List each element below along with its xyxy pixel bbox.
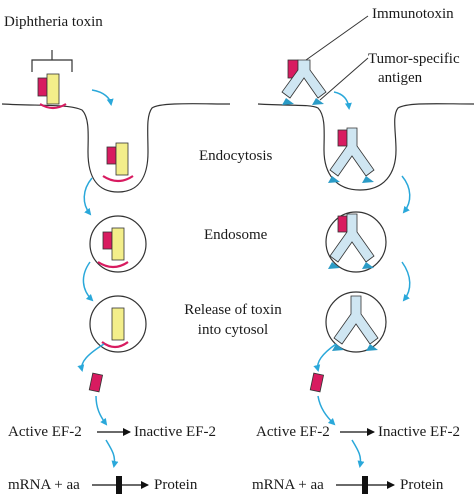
arrow-right-4 bbox=[313, 343, 337, 372]
label-tumor-antigen-1: Tumor-specific bbox=[368, 51, 460, 67]
label-active-ef2-left: Active EF-2 bbox=[8, 424, 82, 440]
arrow-left-4 bbox=[77, 343, 105, 372]
arrow-left-3 bbox=[82, 261, 94, 302]
arrow-left-5 bbox=[95, 395, 108, 426]
toxin-in-pit bbox=[102, 142, 134, 183]
label-mrna-left: mRNA + aa bbox=[8, 477, 80, 493]
label-protein-right: Protein bbox=[400, 477, 444, 493]
label-release-2: into cytosol bbox=[197, 322, 269, 338]
arrow-right-6 bbox=[351, 439, 365, 468]
a-chain-released-right bbox=[309, 372, 325, 393]
label-tumor-antigen-2: antigen bbox=[378, 70, 423, 86]
label-diphtheria-toxin: Diphtheria toxin bbox=[4, 14, 103, 30]
arrow-left-1 bbox=[91, 89, 114, 106]
translation-block-left bbox=[116, 476, 122, 494]
label-immunotoxin: Immunotoxin bbox=[372, 6, 454, 22]
label-inactive-ef2-left: Inactive EF-2 bbox=[134, 424, 217, 440]
arrow-left-6 bbox=[105, 439, 119, 468]
endosome-left bbox=[89, 215, 147, 273]
arrow-right-1 bbox=[333, 91, 352, 110]
arrow-right-5 bbox=[317, 395, 336, 426]
a-chain-released-left bbox=[88, 372, 104, 393]
label-protein-left: Protein bbox=[154, 477, 198, 493]
vesicle-left bbox=[89, 295, 147, 353]
immunotoxin-pointer bbox=[305, 15, 369, 61]
toxin-in-endosome bbox=[97, 227, 129, 269]
arrow-left-2 bbox=[83, 177, 93, 216]
membrane-right bbox=[257, 103, 475, 191]
toxin-bracket bbox=[31, 59, 73, 72]
translation-block-right bbox=[362, 476, 368, 494]
diphtheria-toxin bbox=[37, 73, 67, 110]
endosome-right bbox=[325, 211, 387, 273]
arrow-right-2 bbox=[401, 175, 411, 214]
label-release-1: Release of toxin bbox=[184, 302, 282, 318]
immunotoxin-in-pit bbox=[328, 127, 375, 183]
label-mrna-right: mRNA + aa bbox=[252, 477, 324, 493]
membrane-left bbox=[1, 103, 231, 193]
toxin-b-chain-in-vesicle bbox=[101, 307, 129, 349]
label-active-ef2-right: Active EF-2 bbox=[256, 424, 330, 440]
immunotoxin-in-endosome bbox=[328, 213, 375, 269]
antibody-in-vesicle bbox=[332, 295, 379, 351]
label-inactive-ef2-right: Inactive EF-2 bbox=[378, 424, 461, 440]
label-endocytosis: Endocytosis bbox=[199, 148, 273, 164]
vesicle-right bbox=[325, 291, 387, 353]
antigen-pointer bbox=[319, 57, 369, 101]
immunotoxin bbox=[281, 59, 327, 105]
label-endosome: Endosome bbox=[204, 227, 268, 243]
arrow-right-3 bbox=[401, 261, 411, 302]
